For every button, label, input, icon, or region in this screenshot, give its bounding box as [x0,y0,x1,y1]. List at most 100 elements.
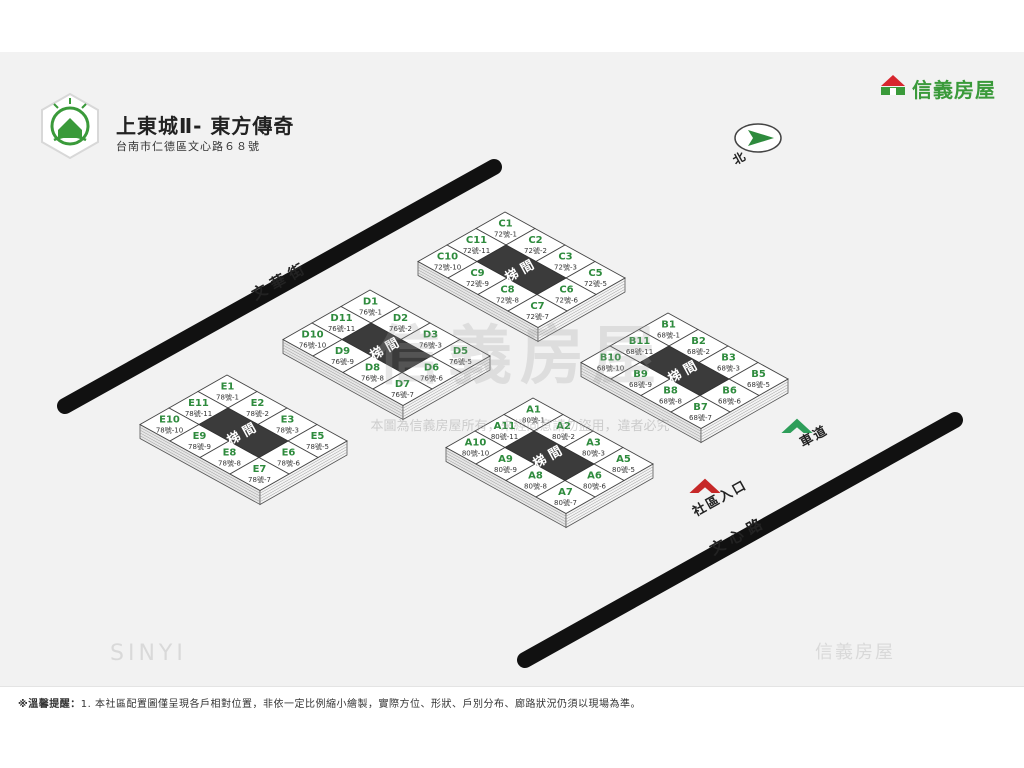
floor-line [580,365,702,432]
unit-address: 78號-6 [277,459,300,468]
unit-code: D1 [363,297,378,308]
watermark-corner-cjk: 信義房屋 [815,642,895,663]
unit-code: C10 [437,252,458,263]
unit-code: A6 [587,471,602,482]
floor-line [565,469,654,520]
project-address: 台南市仁德區文心路６８號 [116,140,260,153]
stair-core [198,407,289,459]
floor-line [139,429,261,497]
north-compass: 北 [730,123,782,168]
floor-line [445,452,567,520]
floor-line [402,366,491,417]
unit-address: 68號-10 [597,364,624,373]
unit-code: C11 [466,235,487,246]
unit-address: 76號-5 [449,357,472,366]
floor-line [417,269,539,337]
unit-code: B10 [600,353,622,364]
floor-line [700,381,789,432]
unit-code: D2 [393,313,408,324]
unit-address: 78號-2 [246,409,269,418]
project-logo-icon [41,92,99,160]
entrance-marker: 社區入口 [689,477,750,521]
floor-line [139,432,261,500]
unit-address: 72號-11 [463,246,490,255]
unit-code: A9 [498,454,513,465]
unit-code: D10 [301,330,323,341]
unit-code: C5 [588,268,602,279]
floor-line [282,342,404,409]
unit-code: B2 [691,336,706,347]
project-title: 上東城Ⅱ- 東方傳奇 [116,114,295,138]
unit-code: E6 [282,448,296,459]
buildings-layer: 梯 間C172號-1C272號-2C372號-3C572號-5C672號-6C7… [139,211,789,529]
floor-line [259,443,348,494]
unit-address: 68號-2 [687,347,710,356]
unit-address: 80號-6 [583,482,606,491]
floor-line [282,350,404,417]
driveway-marker: 車道 [781,418,831,451]
brand-logo-icon [881,75,905,95]
unit-cell [670,394,731,430]
unit-address: 68號-3 [717,364,740,373]
floor-line [565,474,654,525]
floor-line [445,450,567,517]
unit-code: C3 [558,252,572,263]
unit-address: 76號-3 [419,341,442,350]
unit-code: D6 [424,363,439,374]
floor-line [259,451,348,502]
north-label: 北 [730,149,748,168]
unit-code: B6 [722,386,737,397]
map-background [0,52,1024,686]
unit-address: 68號-8 [659,397,682,406]
unit-address: 76號-11 [328,324,355,333]
watermark-corner-latin: SINYI [110,641,187,666]
unit-address: 76號-10 [299,341,326,350]
unit-code: C7 [530,301,544,312]
unit-code: B11 [629,336,651,347]
stair-core [504,430,595,482]
stair-core [476,244,567,296]
unit-code: C9 [470,268,484,279]
unit-address: 78號-8 [218,459,241,468]
unit-code: E10 [159,415,180,426]
floor-line [580,367,702,435]
building-a: 梯 間A180號-1A280號-2A380號-3A580號-5A680號-6A7… [445,397,654,529]
project-header: 上東城Ⅱ- 東方傳奇 台南市仁德區文心路６８號 [34,90,293,166]
floor-line [700,384,789,435]
unit-code: C8 [500,285,514,296]
unit-address: 76號-1 [359,308,382,317]
floor-line [537,288,626,339]
floor-line [282,347,404,415]
floor-line [537,286,626,337]
floor-line [402,361,491,412]
unit-address: 80號-1 [522,416,545,425]
floor-line [139,435,261,502]
unit-address: 68號-11 [626,347,653,356]
unit-code: B3 [721,353,736,364]
unit-address: 72號-2 [524,246,547,255]
unit-address: 80號-9 [494,465,517,474]
unit-address: 78號-5 [306,442,329,451]
unit-cell [229,456,290,492]
entrance-arrow-icon [689,478,721,493]
unit-code: B9 [633,369,648,380]
stair-core [341,322,432,374]
unit-address: 76號-2 [389,324,412,333]
unit-address: 68號-9 [629,380,652,389]
floor-line [445,455,567,523]
floor-line [537,280,626,331]
footer-notice-bar: ※溫馨提醒：1. 本社區配置圖僅呈現各戶相對位置，非依一定比例縮小繪製，實際方位… [0,686,1024,717]
unit-code: B8 [663,386,678,397]
unit-address: 78號-1 [216,393,239,402]
floor-line [580,373,702,440]
unit-address: 78號-9 [188,442,211,451]
unit-address: 80號-3 [582,449,605,458]
unit-address: 72號-10 [434,263,461,272]
brand-name: 信義房屋 [912,78,996,102]
floor-line [282,344,404,412]
floor-line [259,449,348,500]
floor-line [537,283,626,334]
floor-line [417,272,539,339]
floor-line [565,466,654,517]
